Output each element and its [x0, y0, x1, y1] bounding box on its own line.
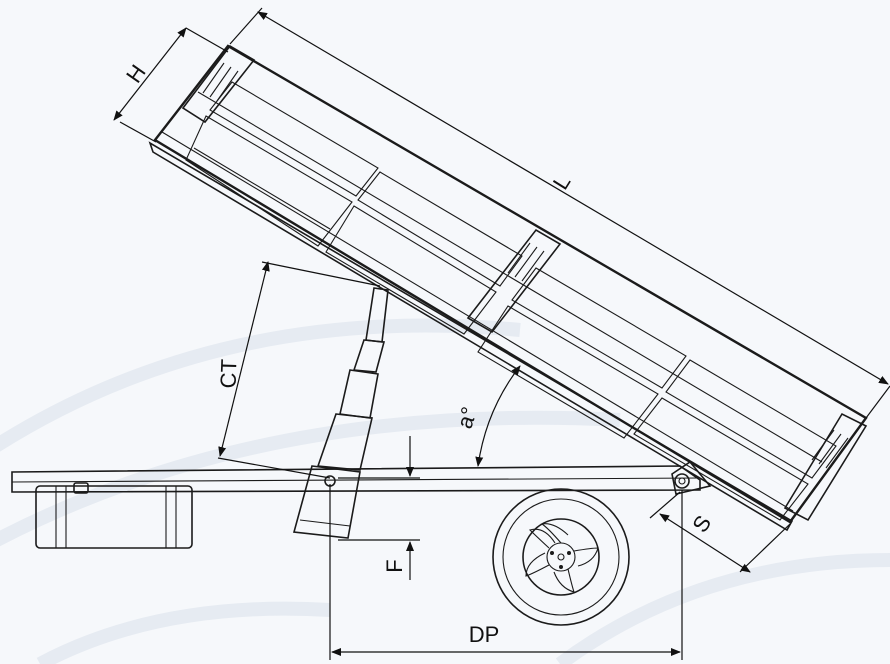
- center-post-slots: [507, 242, 545, 282]
- tire-outer: [492, 488, 630, 626]
- hydraulic-tank: [35, 485, 193, 549]
- label-ct: CT: [216, 359, 242, 389]
- label-f: F: [382, 559, 407, 572]
- dimension-ct: CT: [216, 261, 381, 479]
- cylinder-stage-3: [339, 369, 379, 419]
- front-post: [181, 44, 256, 124]
- center-post: [466, 228, 562, 334]
- label-h: H: [121, 60, 151, 87]
- dump-body: [148, 44, 868, 532]
- wheel: [492, 488, 630, 626]
- dimension-f: F: [338, 436, 420, 580]
- cylinder-stage-4: [316, 413, 373, 471]
- body-floor-beam: [148, 141, 794, 532]
- background-watermark-arcs: [0, 318, 890, 664]
- rear-pivot-pin: [674, 473, 690, 489]
- rear-post: [783, 412, 868, 522]
- rim: [522, 518, 600, 596]
- chassis-frame: [11, 465, 701, 493]
- rear-post-slots: [811, 429, 849, 469]
- dimension-s: S: [649, 491, 791, 573]
- cylinder-barrel: [292, 465, 361, 539]
- label-l: L: [548, 170, 576, 194]
- dimension-dp: DP: [329, 484, 683, 660]
- dimension-h: H: [113, 27, 229, 143]
- dimension-l: L: [229, 7, 890, 419]
- tank-cap: [73, 482, 89, 494]
- label-angle: a°: [452, 404, 482, 432]
- rear-panels: [477, 267, 837, 521]
- label-dp: DP: [469, 622, 500, 647]
- wheel-spokes: [525, 523, 599, 593]
- label-s: S: [687, 511, 716, 537]
- trailer-chassis: [11, 460, 712, 549]
- rear-pivot-bracket: [671, 460, 712, 495]
